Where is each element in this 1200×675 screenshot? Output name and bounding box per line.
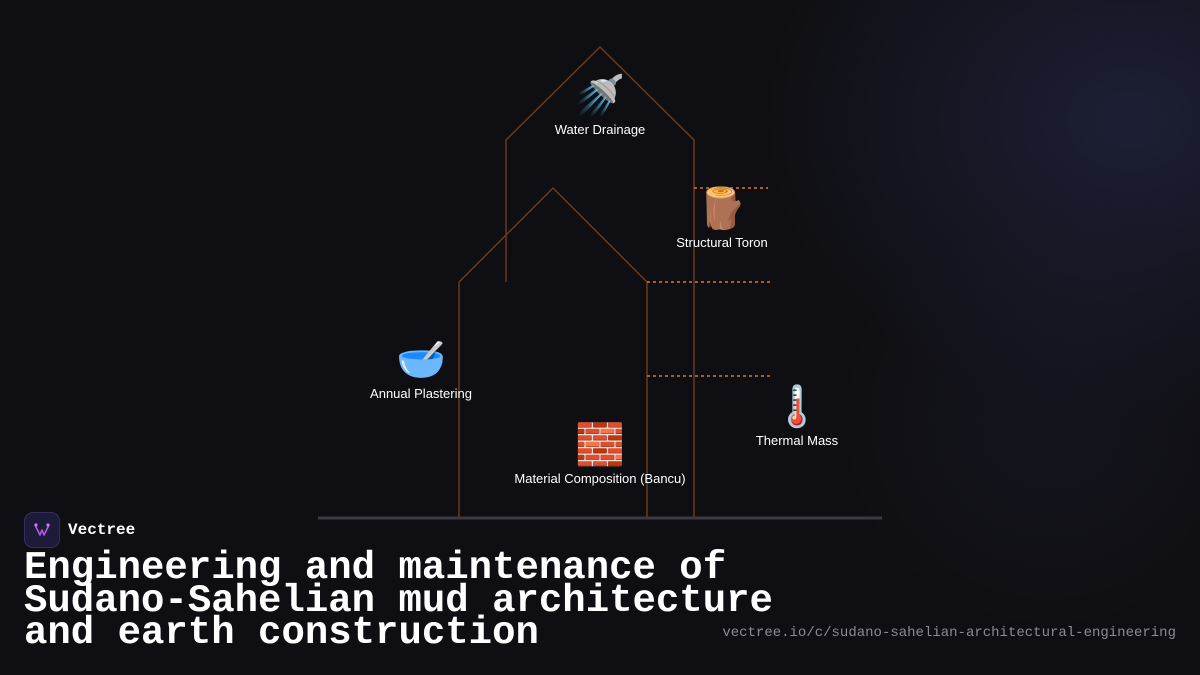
node-thermal-mass: 🌡️ Thermal Mass: [756, 383, 838, 448]
node-label: Annual Plastering: [370, 386, 472, 401]
wood-log-icon: 🪵: [697, 187, 747, 231]
bowl-with-spoon-icon: 🥣: [396, 338, 446, 382]
node-water-drainage: 🚿 Water Drainage: [555, 72, 646, 137]
vectree-logo-icon: [24, 512, 60, 548]
thermometer-icon: 🌡️: [772, 385, 822, 429]
node-annual-plastering: 🥣 Annual Plastering: [370, 336, 472, 401]
node-material-composition: 🧱 Material Composition (Bancu): [514, 421, 685, 486]
shower-icon: 🚿: [575, 74, 625, 118]
brand-name: Vectree: [68, 521, 136, 539]
brick-icon: 🧱: [575, 423, 625, 467]
node-label: Material Composition (Bancu): [514, 471, 686, 486]
node-label: Water Drainage: [554, 122, 646, 137]
node-label: Thermal Mass: [755, 433, 839, 448]
source-url: vectree.io/c/sudano-sahelian-architectur…: [722, 625, 1176, 641]
node-label: Structural Toron: [676, 235, 768, 250]
brand: Vectree: [24, 512, 135, 548]
front-building-outline: [458, 186, 648, 518]
page-title: Engineering and maintenance of Sudano-Sa…: [24, 546, 773, 655]
node-structural-toron: 🪵 Structural Toron: [676, 185, 768, 250]
back-tower-outline: [505, 45, 695, 518]
